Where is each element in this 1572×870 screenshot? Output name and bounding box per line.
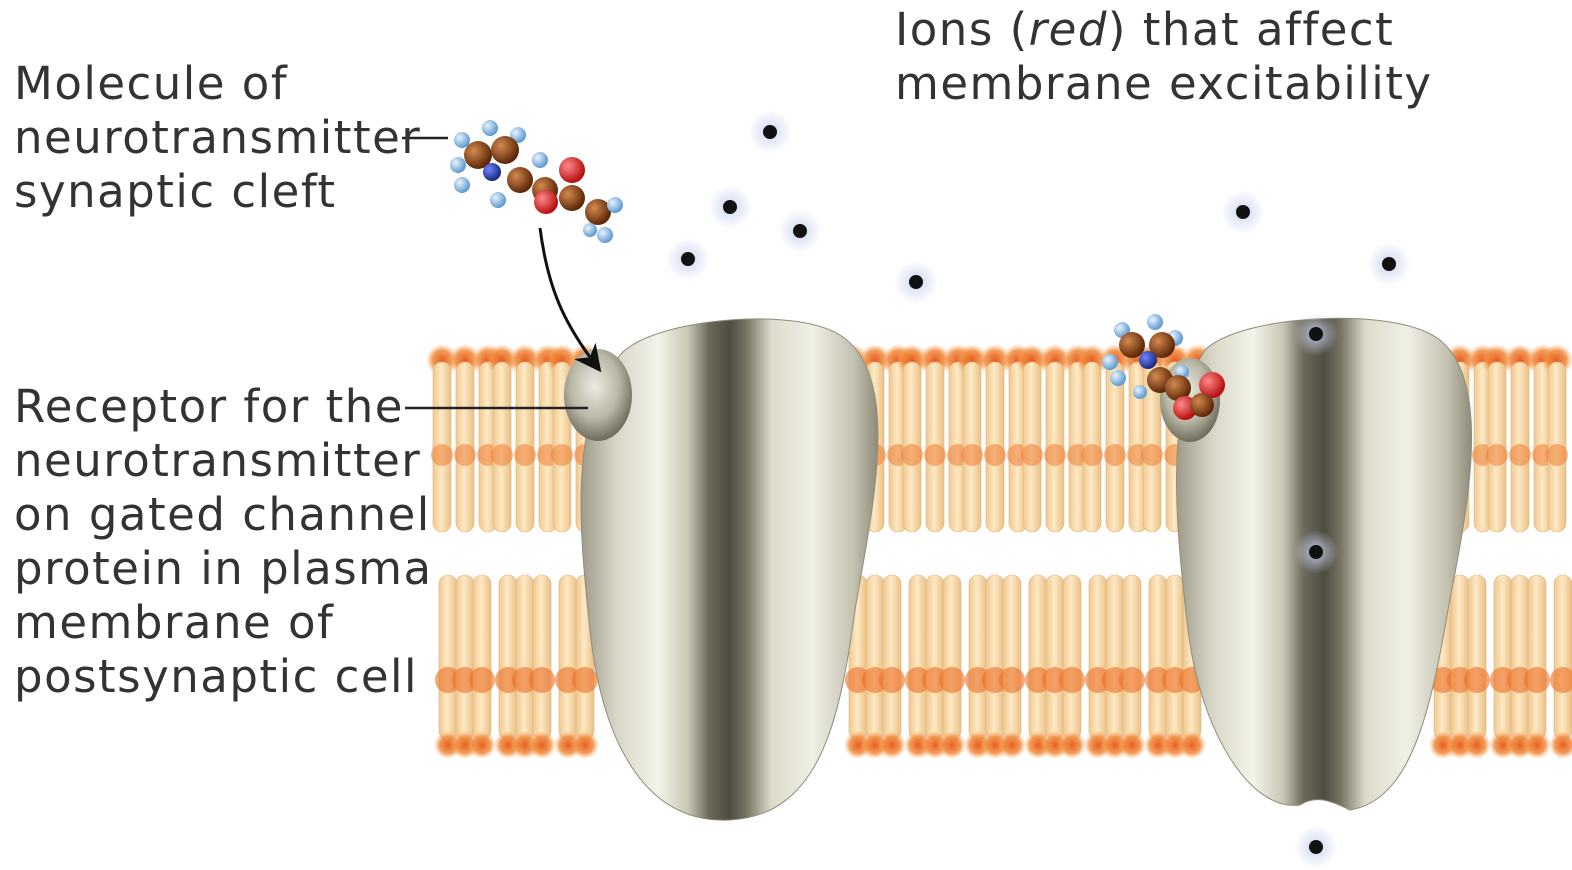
- ion: [1367, 242, 1411, 286]
- ion: [708, 185, 752, 229]
- molecule-label-line: Molecule of: [14, 57, 421, 111]
- carbon-atom: [507, 167, 533, 193]
- receptor-label-line: postsynaptic cell: [14, 650, 433, 704]
- ion: [778, 209, 822, 253]
- carbon-atom: [585, 199, 611, 225]
- hydrogen-atom: [1147, 314, 1163, 330]
- ion: [1221, 190, 1265, 234]
- receptor-label: Receptor for the neurotransmitter on gat…: [14, 380, 433, 704]
- neurotransmitter-molecule-free: [450, 120, 623, 243]
- hydrogen-atom: [1110, 370, 1126, 386]
- receptor-label-line: neurotransmitter: [14, 434, 433, 488]
- receptor-label-line: Receptor for the: [14, 380, 433, 434]
- molecule-label: Molecule of neurotransmitter synaptic cl…: [14, 57, 421, 219]
- gated-channel-protein-left: [564, 319, 878, 820]
- carbon-atom: [491, 136, 519, 164]
- receptor-label-line: protein in plasma: [14, 542, 433, 596]
- hydrogen-atom: [583, 223, 597, 237]
- receptor-label-line: on gated channel: [14, 488, 433, 542]
- oxygen-atom: [559, 157, 585, 183]
- ion: [1294, 825, 1338, 869]
- ions-label-suffix: ) that affect: [1108, 3, 1394, 56]
- receptor-binding-site: [564, 349, 632, 441]
- hydrogen-atom: [454, 177, 470, 193]
- carbon-atom: [559, 185, 585, 211]
- ion: [1294, 530, 1338, 574]
- nitrogen-atom: [483, 163, 501, 181]
- hydrogen-atom: [607, 197, 623, 213]
- hydrogen-atom: [1133, 385, 1147, 399]
- ion: [748, 110, 792, 154]
- carbon-atom: [1119, 332, 1145, 358]
- hydrogen-atom: [490, 192, 506, 208]
- ions-label-line-2: membrane excitability: [895, 57, 1433, 111]
- nitrogen-atom: [1139, 351, 1157, 369]
- hydrogen-atom: [597, 227, 613, 243]
- hydrogen-atom: [1102, 354, 1118, 370]
- ion: [666, 237, 710, 281]
- ion: [1294, 312, 1338, 356]
- receptor-label-line: membrane of: [14, 596, 433, 650]
- ion: [894, 260, 938, 304]
- molecule-label-line: synaptic cleft: [14, 165, 421, 219]
- hydrogen-atom: [482, 120, 498, 136]
- hydrogen-atom: [532, 152, 548, 168]
- ions-label-italic: red: [1029, 3, 1108, 56]
- ions-label: Ions (red) that affect membrane excitabi…: [895, 3, 1433, 111]
- ions-label-prefix: Ions (: [895, 3, 1029, 56]
- ions-label-line-1: Ions (red) that affect: [895, 3, 1433, 57]
- oxygen-atom: [534, 190, 558, 214]
- carbon-atom: [1190, 393, 1214, 417]
- hydrogen-atom: [450, 157, 466, 173]
- hydrogen-atom: [454, 132, 470, 148]
- molecule-label-line: neurotransmitter: [14, 111, 421, 165]
